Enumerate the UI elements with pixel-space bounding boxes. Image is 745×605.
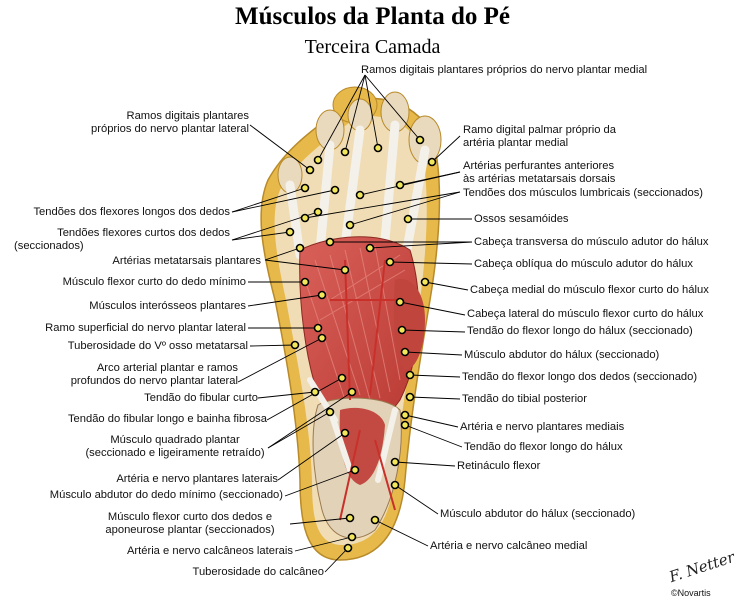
label-fibular-longo: Tendão do fibular longo e bainha fibrosa bbox=[67, 413, 267, 425]
label-arco-2: profundos do nervo plantar lateral bbox=[70, 375, 238, 387]
label-arteria-mediais: Artéria e nervo plantares mediais bbox=[460, 421, 625, 433]
label-ramo-palmar-1: Ramo digital palmar próprio da bbox=[463, 124, 616, 136]
label-flexores-curtos-1: Tendões flexores curtos dos dedos bbox=[57, 227, 230, 239]
toes bbox=[277, 86, 442, 194]
label-flexor-curto-dedos-1: Músculo flexor curto dos dedos e bbox=[107, 511, 273, 523]
label-tuberosidade-calcaneo: Tuberosidade do calcâneo bbox=[192, 566, 324, 578]
label-retinaculo: Retináculo flexor bbox=[457, 460, 541, 472]
label-flexores-longos: Tendões dos flexores longos dos dedos bbox=[33, 206, 230, 218]
marker-dots bbox=[285, 135, 437, 553]
label-obliqua: Cabeça oblíqua do músculo adutor do hálu… bbox=[474, 258, 693, 270]
label-tendao-flexor-longo-halux-secc: Tendão do flexor longo do hálux (seccion… bbox=[467, 325, 693, 337]
credit: ©Novartis bbox=[671, 588, 711, 598]
label-flexor-curto-dedos-2: aponeurose plantar (seccionados) bbox=[105, 524, 275, 536]
label-calcaneo-medial: Artéria e nervo calcâneo medial bbox=[430, 540, 588, 552]
label-interosseos: Músculos interósseos plantares bbox=[89, 300, 246, 312]
label-cabeca-lateral: Cabeça lateral do músculo flexor curto d… bbox=[467, 308, 704, 320]
label-cabeca-medial: Cabeça medial do músculo flexor curto do… bbox=[470, 284, 709, 296]
label-flexor-longo-dedos: Tendão do flexor longo dos dedos (seccio… bbox=[462, 371, 698, 383]
label-ramo-superficial: Ramo superficial do nervo plantar latera… bbox=[45, 322, 246, 334]
label-metatarsais: Artérias metatarsais plantares bbox=[112, 255, 261, 267]
muscle-mass bbox=[299, 236, 420, 423]
label-abdutor-halux-secc-2: Músculo abdutor do hálux (seccionado) bbox=[440, 508, 636, 520]
label-ramos-medial: Ramos digitais plantares próprios do ner… bbox=[361, 64, 648, 76]
label-calcaneos-laterais: Artéria e nervo calcâneos laterais bbox=[126, 545, 293, 557]
label-quadrado-1: Músculo quadrado plantar bbox=[110, 434, 240, 446]
label-flexor-minimo: Músculo flexor curto do dedo mínimo bbox=[62, 276, 246, 288]
page-title: Músculos da Planta do Pé bbox=[234, 3, 511, 30]
label-fibular-curto: Tendão do fibular curto bbox=[144, 392, 258, 404]
label-abdutor-minimo: Músculo abdutor do dedo mínimo (secciona… bbox=[49, 489, 283, 501]
arteries bbox=[330, 259, 400, 521]
label-flexores-curtos-2: (seccionados) bbox=[14, 240, 84, 252]
label-arteria-laterais: Artéria e nervo plantares laterais bbox=[116, 473, 278, 485]
leader-lines bbox=[231, 74, 473, 573]
label-perfurantes-2: às artérias metatarsais dorsais bbox=[463, 173, 616, 185]
label-transversa: Cabeça transversa do músculo adutor do h… bbox=[474, 236, 709, 248]
label-lumbricais: Tendões dos músculos lumbricais (seccion… bbox=[463, 187, 704, 199]
label-tibial-posterior: Tendão do tibial posterior bbox=[462, 393, 588, 405]
label-arco-1: Arco arterial plantar e ramos bbox=[96, 362, 238, 374]
label-flexor-longo-halux: Tendão do flexor longo do hálux bbox=[464, 441, 623, 453]
toe-tendons bbox=[285, 120, 430, 265]
label-perfurantes-1: Artérias perfurantes anteriores bbox=[463, 160, 615, 172]
label-tuberosidade-v: Tuberosidade do Vº osso metatarsal bbox=[67, 340, 248, 352]
label-sesamoides: Ossos sesamóides bbox=[474, 213, 569, 225]
label-ramos-lateral-2: próprios do nervo plantar lateral bbox=[91, 123, 249, 135]
label-ramos-lateral-1: Ramos digitais plantares bbox=[126, 110, 250, 122]
label-quadrado-2: (seccionado e ligeiramente retraído) bbox=[85, 447, 265, 459]
label-abdutor-halux-secc-1: Músculo abdutor do hálux (seccionado) bbox=[464, 349, 660, 361]
label-ramo-palmar-2: artéria plantar medial bbox=[463, 137, 569, 149]
page-subtitle: Terceira Camada bbox=[304, 36, 441, 58]
